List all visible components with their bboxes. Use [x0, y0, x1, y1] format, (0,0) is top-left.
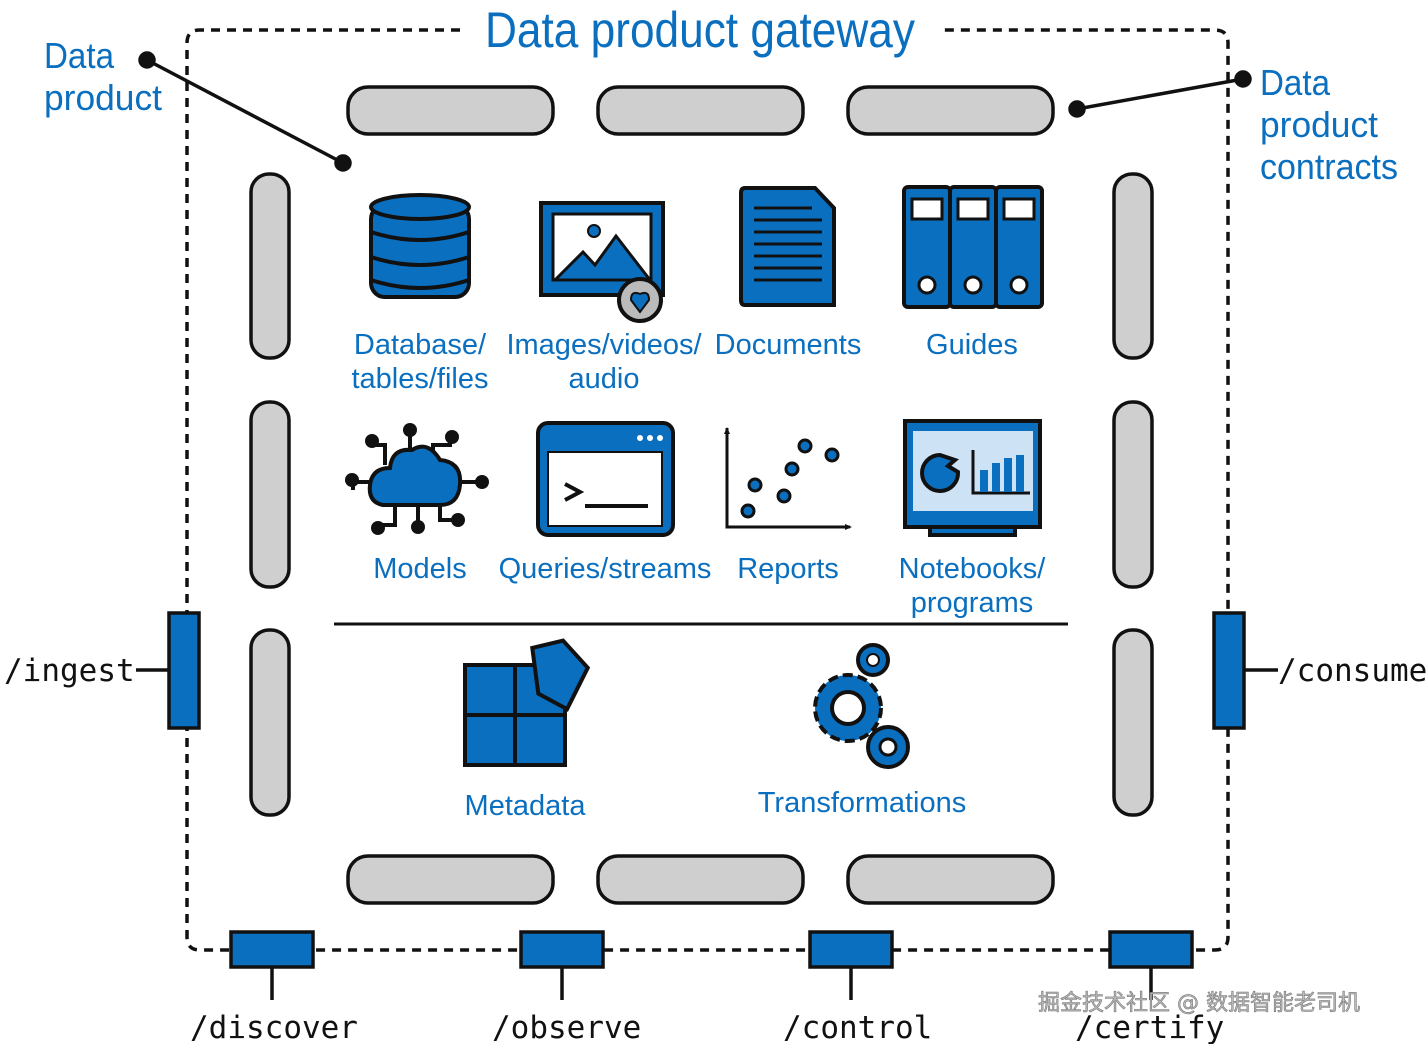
port-discover: /discover [190, 930, 358, 1044]
dashboard-monitor-icon [903, 419, 1042, 537]
port-consume: /consume [1212, 611, 1427, 730]
contract-pill [346, 85, 555, 136]
port-certify-label: /certify [1075, 1010, 1224, 1044]
data-product-label-line2: product [44, 77, 162, 118]
asset-label-images: audio [569, 363, 640, 395]
contract-pill [249, 400, 291, 589]
scatter-plot-icon [724, 427, 852, 530]
contract-pill [1112, 400, 1154, 589]
asset-label-notebooks: Notebooks/ [899, 553, 1047, 585]
port-certify: /certify [1075, 930, 1224, 1044]
port-discover-label: /discover [190, 1010, 358, 1044]
watermark: 掘金技术社区 @ 数据智能老司机 [1038, 991, 1360, 1016]
data-product-label-line1: Data [44, 35, 115, 76]
gears-icon [813, 643, 910, 769]
asset-label-images: Images/videos/ [506, 329, 702, 361]
contracts-pointer [1068, 70, 1252, 118]
contracts-label-line1: Data [1260, 62, 1331, 103]
binders-icon [902, 185, 1044, 309]
contract-pill [1112, 172, 1154, 360]
asset-label-queries: Queries/streams [499, 553, 712, 585]
asset-label-documents: Documents [715, 329, 862, 361]
port-control: /control [783, 930, 932, 1044]
port-observe-label: /observe [492, 1010, 641, 1044]
asset-label-reports: Reports [737, 553, 839, 585]
port-control-label: /control [783, 1010, 932, 1044]
contract-pill [249, 628, 291, 817]
database-icon [369, 193, 471, 299]
asset-label-metadata: Metadata [465, 790, 587, 822]
gateway-title: Data product gateway [485, 2, 915, 58]
data-product-pointer [138, 51, 352, 172]
contracts-label-line3: contracts [1260, 146, 1398, 187]
contract-pill [249, 172, 291, 360]
asset-label-notebooks: programs [911, 587, 1034, 619]
asset-label-models: Models [373, 553, 467, 585]
cloud-network-icon [345, 423, 489, 535]
contract-pill [846, 854, 1055, 905]
asset-label-database: Database/ [354, 329, 487, 361]
contract-pill [346, 854, 555, 905]
port-consume-label: /consume [1278, 653, 1427, 689]
port-observe: /observe [492, 930, 641, 1044]
asset-label-guides: Guides [926, 329, 1018, 361]
contract-pill [846, 85, 1055, 136]
port-ingest: /ingest [4, 611, 201, 730]
gateway-boundary [185, 28, 1230, 952]
contract-pill [596, 85, 805, 136]
contract-pill [1112, 628, 1154, 817]
port-ingest-label: /ingest [4, 653, 135, 689]
puzzle-icon [463, 638, 591, 767]
image-icon [539, 201, 665, 323]
contracts [249, 85, 1154, 905]
contract-pill [596, 854, 805, 905]
document-icon [739, 186, 836, 307]
terminal-icon [536, 421, 675, 537]
asset-label-database: tables/files [351, 363, 488, 395]
contracts-label-line2: product [1260, 104, 1378, 145]
asset-label-transformations: Transformations [758, 787, 966, 819]
